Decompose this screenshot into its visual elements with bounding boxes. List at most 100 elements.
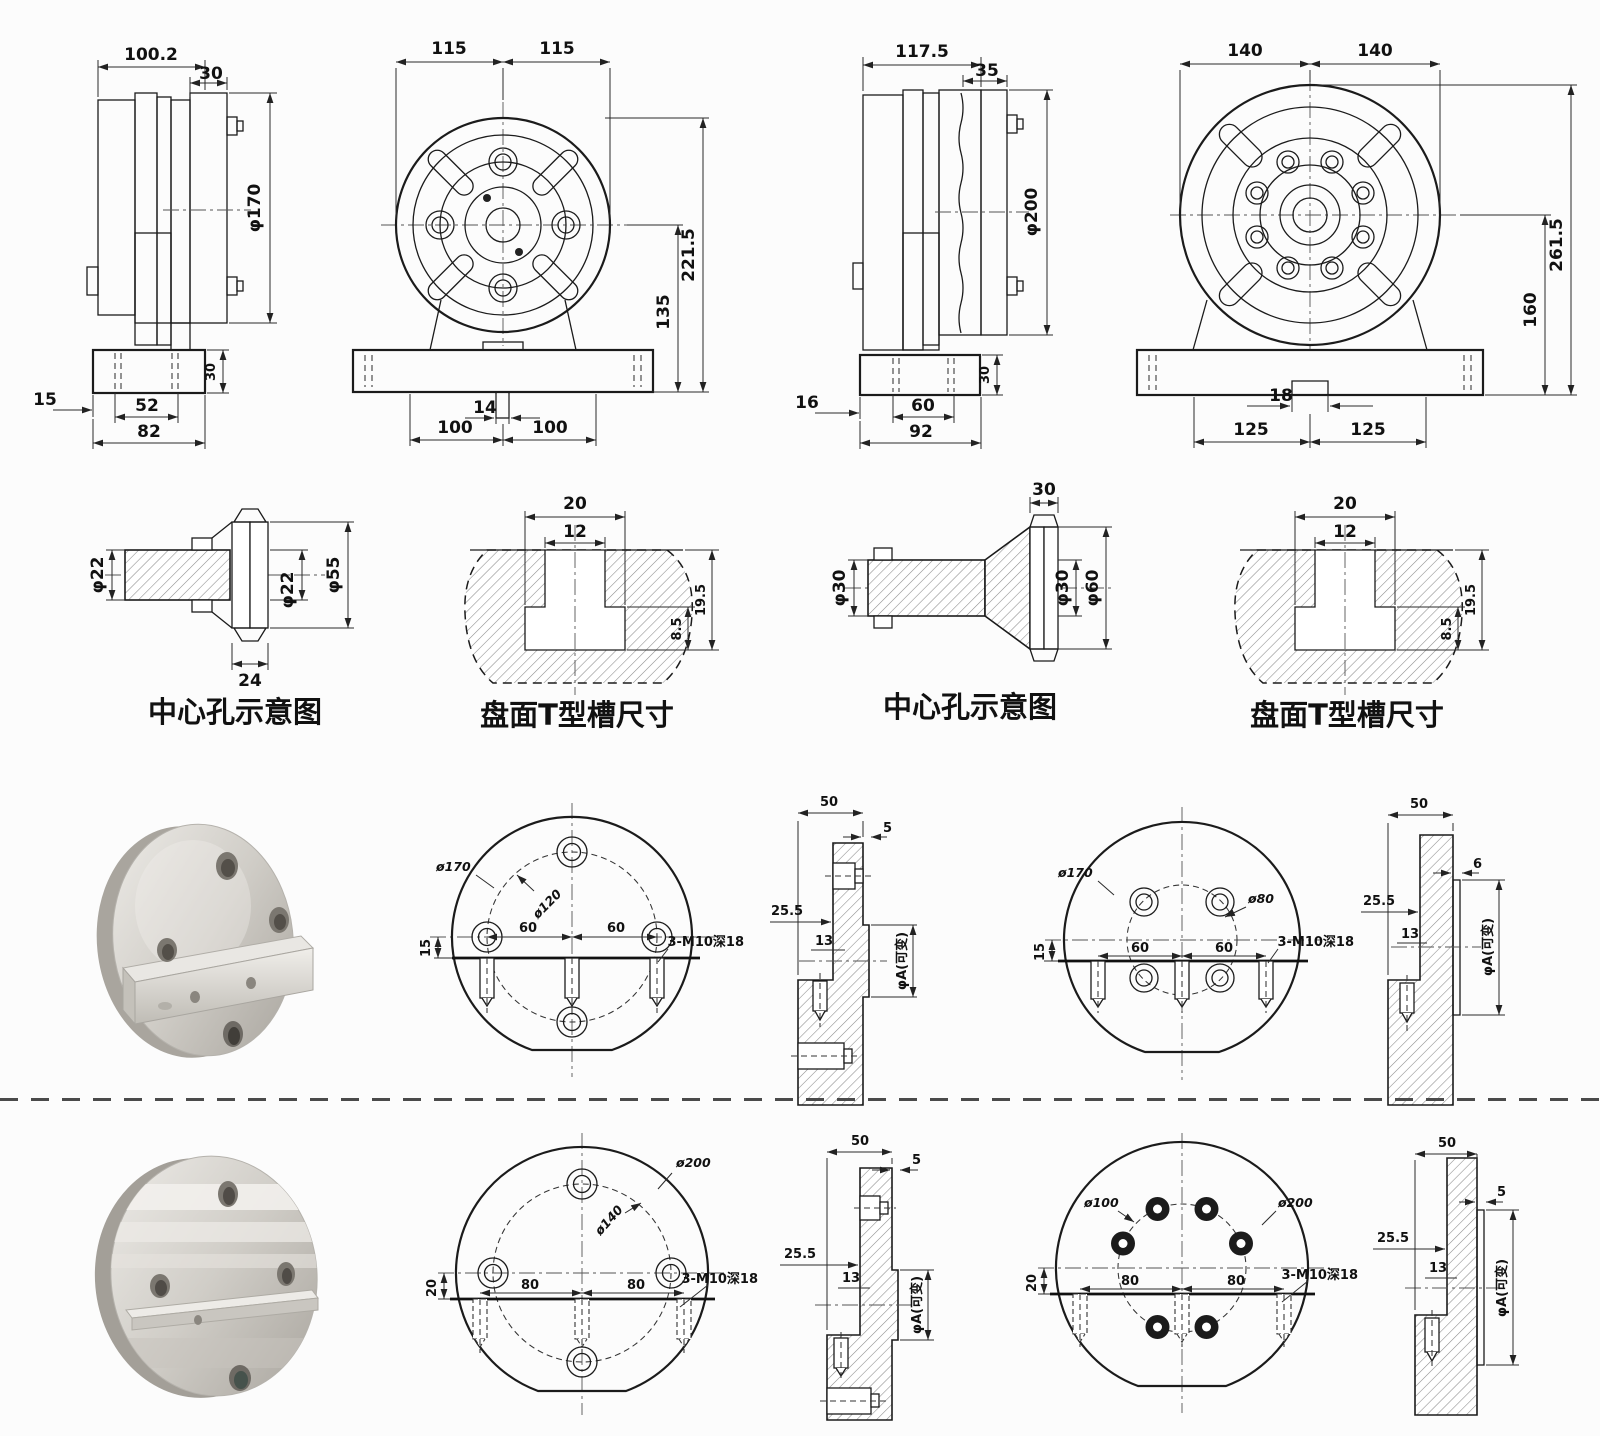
dim-sec-170-6-lip: 6 xyxy=(1473,857,1482,872)
section-170-3-body xyxy=(791,842,887,1106)
dim-sec-200-6-w: 50 xyxy=(1438,1136,1456,1151)
dim-front-b-bolt-right: 125 xyxy=(1350,420,1386,440)
dim-ch-b-spigot: φ30 xyxy=(1053,569,1073,606)
adapter-section-170-3hole: 50 5 25.5 13 φA(可变) xyxy=(765,775,980,1110)
adapter-photo-200 xyxy=(70,1128,355,1423)
dim-fl-200-3-edge: 20 xyxy=(425,1279,440,1297)
dim-fl-200-3-pitch-r: 80 xyxy=(627,1278,645,1293)
flange-200-3-body xyxy=(438,1133,730,1415)
dim-front-b-key: 18 xyxy=(1269,386,1293,406)
front-view-200-body xyxy=(1135,75,1485,397)
dim-ch-b-bore: φ30 xyxy=(830,569,850,606)
dim-sec-200-6-dia: φA(可变) xyxy=(1494,1259,1510,1317)
section-200-3-dims: 50 5 25.5 13 φA(可变) xyxy=(780,1134,934,1341)
dim-sec-200-3-w: 50 xyxy=(851,1134,869,1149)
dim-sec-200-3-offset: 25.5 xyxy=(784,1247,816,1262)
dim-fl-170-3-edge: 15 xyxy=(419,939,434,957)
label-fl-170-3-thread: 3-M10深18 xyxy=(667,934,744,950)
dim-fl-170-6-pitch-l: 60 xyxy=(1131,941,1149,956)
section-divider xyxy=(0,1098,1600,1101)
section-170-6-dims: 50 6 25.5 13 φA(可变) xyxy=(1361,797,1505,1016)
front-view-170-dims: 115 115 221.5 135 14 100 100 xyxy=(395,39,709,446)
dim-ch-a-spigot: φ22 xyxy=(278,572,298,609)
side-view-170: 100.2 30 φ170 30 15 52 82 xyxy=(15,5,330,460)
dim-fl-170-3-pitch-r: 60 xyxy=(607,921,625,936)
dim-sec-170-3-hole: 13 xyxy=(815,934,833,949)
label-fl-170-3-bcd: ø120 xyxy=(529,886,565,922)
dim-side-a-slot: 52 xyxy=(135,396,159,416)
dim-front-b-height: 261.5 xyxy=(1547,218,1567,272)
dim-fl-170-6-edge: 15 xyxy=(1033,943,1048,961)
dim-side-a-base-h: 30 xyxy=(204,363,219,381)
dim-front-b-right: 140 xyxy=(1357,41,1393,61)
dim-front-a-axis: 135 xyxy=(654,294,674,330)
t-slot-200-dims: 20 12 8.5 19.5 xyxy=(1294,494,1489,651)
label-fl-170-3-outer: ø170 xyxy=(435,859,471,874)
section-200-6-body xyxy=(1405,1157,1505,1416)
flange-200-3-dims: ø200 ø140 80 80 20 3-M10深18 xyxy=(425,1155,758,1308)
side-view-200-dims: 117.5 35 φ200 30 16 60 92 xyxy=(795,42,1053,449)
center-hole-170-dims: φ22 φ22 φ55 24 xyxy=(88,521,354,691)
dim-ch-a-len: 24 xyxy=(238,671,262,691)
dim-side-b-edge: 16 xyxy=(795,393,819,413)
label-fl-170-6-bcd: ø80 xyxy=(1247,891,1274,906)
dim-fl-200-6-pitch-r: 80 xyxy=(1227,1274,1245,1289)
dim-front-a-bolt-left: 100 xyxy=(437,418,473,438)
dim-sec-170-3-w: 50 xyxy=(820,795,838,810)
caption-center-hole-170: 中心孔示意图 xyxy=(148,695,322,729)
adapter-flange-drawing-200-6hole: ø100 ø200 80 80 20 3-M10深18 xyxy=(1010,1115,1360,1435)
dim-sec-170-3-lip: 5 xyxy=(883,821,892,836)
label-fl-200-3-thread: 3-M10深18 xyxy=(681,1271,758,1287)
dim-side-a-base-w: 82 xyxy=(137,422,161,442)
dim-fl-170-6-pitch-r: 60 xyxy=(1215,941,1233,956)
dim-sec-170-3-offset: 25.5 xyxy=(771,904,803,919)
center-hole-detail-170: φ22 φ22 φ55 24 中心孔示意图 xyxy=(60,470,410,750)
adapter-photo-200-image xyxy=(94,1155,322,1398)
dim-sec-170-3-dia: φA(可变) xyxy=(894,932,910,990)
dim-sec-200-3-hole: 13 xyxy=(842,1271,860,1286)
dim-front-a-key: 14 xyxy=(473,398,497,418)
dim-front-a-bolt-right: 100 xyxy=(532,418,568,438)
section-170-3-dims: 50 5 25.5 13 φA(可变) xyxy=(770,795,917,998)
caption-t-slot-200: 盘面T型槽尺寸 xyxy=(1250,698,1444,732)
dim-sec-200-3-dia: φA(可变) xyxy=(909,1276,925,1334)
dim-ch-b-flange: 30 xyxy=(1032,480,1056,500)
dim-side-b-width: 117.5 xyxy=(895,42,949,62)
flange-200-6-dims: ø100 ø200 80 80 20 3-M10深18 xyxy=(1025,1195,1358,1303)
side-view-200-body xyxy=(852,89,1029,397)
label-fl-200-6-outer: ø200 xyxy=(1277,1195,1313,1210)
adapter-photo-170 xyxy=(75,790,330,1080)
dim-sec-200-6-offset: 25.5 xyxy=(1377,1231,1409,1246)
dim-side-a-flange: 30 xyxy=(199,64,223,84)
flange-170-6-body xyxy=(1045,807,1322,1080)
dim-front-b-bolt-left: 125 xyxy=(1233,420,1269,440)
dim-ts-a-depth: 19.5 xyxy=(694,584,709,616)
label-fl-200-3-bcd: ø140 xyxy=(591,1202,626,1239)
dim-sec-200-6-lip: 5 xyxy=(1497,1185,1506,1200)
section-200-3-body xyxy=(815,1167,920,1421)
t-slot-detail-170: 20 12 8.5 19.5 盘面T型槽尺寸 xyxy=(425,455,730,745)
dim-side-b-dia: φ200 xyxy=(1022,187,1042,236)
dim-fl-170-3-pitch-l: 60 xyxy=(519,921,537,936)
adapter-flange-drawing-170-6hole: ø170 ø80 60 60 15 3-M10深18 xyxy=(1010,785,1355,1110)
dim-ts-a-neck: 12 xyxy=(563,522,587,542)
dim-ts-b-depth: 19.5 xyxy=(1464,584,1479,616)
t-slot-detail-200: 20 12 8.5 19.5 盘面T型槽尺寸 xyxy=(1195,455,1500,745)
dim-side-b-base-h: 30 xyxy=(978,366,993,384)
dim-side-b-slot: 60 xyxy=(911,396,935,416)
side-view-200: 117.5 35 φ200 30 16 60 92 xyxy=(785,5,1115,460)
flange-200-6-holes xyxy=(1111,1197,1253,1339)
t-slot-170-body xyxy=(464,525,694,695)
caption-t-slot-170: 盘面T型槽尺寸 xyxy=(480,698,674,732)
label-fl-200-6-bcd: ø100 xyxy=(1083,1195,1119,1210)
label-fl-170-6-thread: 3-M10深18 xyxy=(1277,934,1354,950)
center-hole-170-body xyxy=(105,508,325,642)
dim-sec-170-6-offset: 25.5 xyxy=(1363,894,1395,909)
flange-170-3-dims: ø170 ø120 60 60 15 3-M10深18 xyxy=(419,859,744,963)
label-fl-200-3-outer: ø200 xyxy=(675,1155,711,1170)
dim-sec-170-6-hole: 13 xyxy=(1401,927,1419,942)
front-view-170-body xyxy=(351,102,655,419)
t-slot-170-dims: 20 12 8.5 19.5 xyxy=(524,494,719,651)
label-fl-200-6-thread: 3-M10深18 xyxy=(1281,1267,1358,1283)
